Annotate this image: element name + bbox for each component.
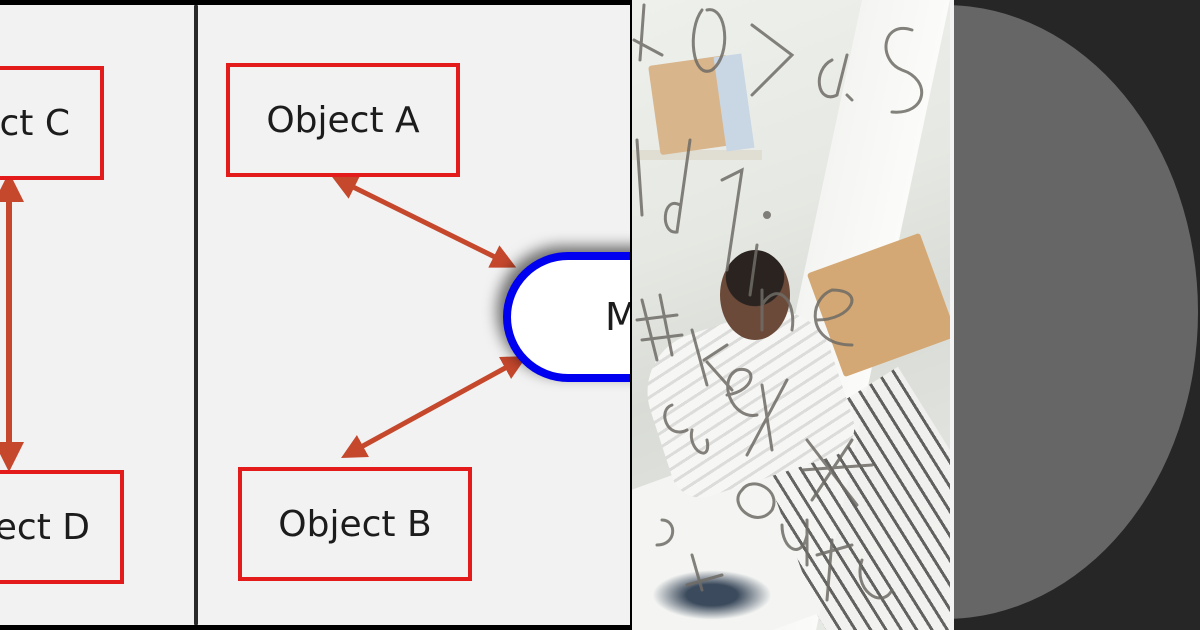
- shelf: [632, 150, 762, 160]
- photo-panel: [632, 0, 950, 630]
- arrow-b-mediator: [341, 355, 527, 459]
- dark-panel: [954, 0, 1200, 630]
- object-b-label: Object B: [278, 503, 432, 545]
- gray-half-circle: [954, 5, 1198, 619]
- mediator-label: M: [605, 295, 630, 339]
- section-divider: [194, 5, 198, 625]
- diagram-canvas: Object C Object D Object A Object B M: [0, 5, 630, 625]
- bottom-border: [0, 625, 632, 630]
- object-a-box: Object A: [226, 63, 460, 177]
- glass-writing: [632, 3, 924, 602]
- diagram-panel: Object C Object D Object A Object B M: [0, 0, 632, 630]
- mediator-node: M: [503, 252, 630, 382]
- arrow-a-mediator: [331, 176, 517, 268]
- object-d-label: Object D: [0, 506, 90, 548]
- photo-border: [950, 0, 954, 630]
- object-c-label: Object C: [0, 102, 70, 144]
- object-b-box: Object B: [238, 467, 472, 581]
- object-a-label: Object A: [266, 99, 420, 141]
- object-d-box: Object D: [0, 470, 124, 584]
- object-c-box: Object C: [0, 66, 104, 180]
